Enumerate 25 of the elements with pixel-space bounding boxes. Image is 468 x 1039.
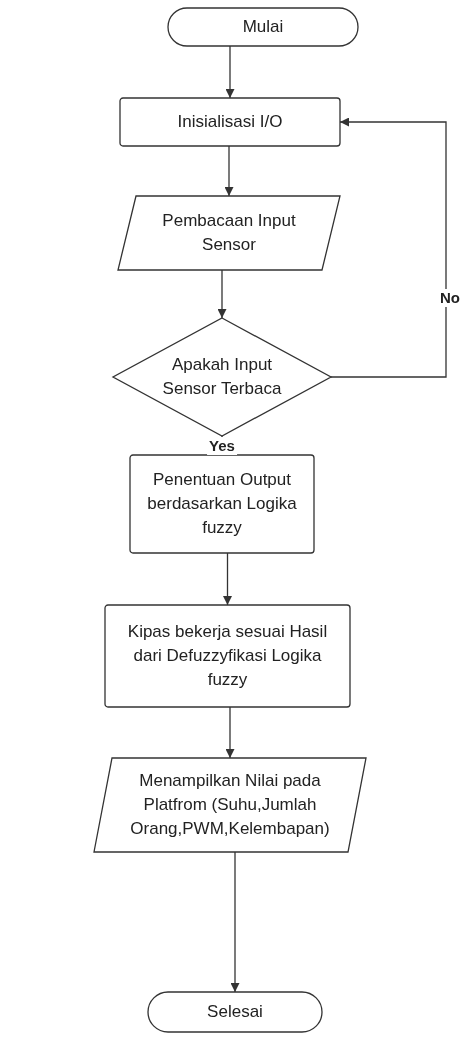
node-text: Inisialisasi I/O: [177, 111, 283, 133]
arrow: [225, 45, 235, 99]
process-box: [130, 455, 314, 553]
arrow: [225, 706, 235, 759]
arrow: [224, 145, 234, 197]
node-text: Penentuan Output berdasarkan Logika fuzzy: [146, 469, 298, 539]
input-output-parallelogram: [94, 758, 366, 852]
node-text: Pembacaan Input Sensor: [161, 210, 297, 256]
node-text: Kipas bekerja sesuai Hasil dari Defuzzyfikasi Logika fuzzy: [126, 621, 329, 691]
arrow: [217, 269, 227, 319]
arrow: [230, 851, 240, 993]
arrow: [330, 117, 447, 378]
node-text: Mulai: [242, 16, 284, 38]
node-text: Apakah Input Sensor Terbaca: [161, 354, 283, 400]
node-text: Selesai: [207, 1001, 263, 1023]
decision-diamond: [113, 318, 331, 436]
input-output-parallelogram: [118, 196, 340, 270]
process-box: [105, 605, 350, 707]
node-text: Menampilkan Nilai pada Platfrom (Suhu,Jumlah Orang,PWM,Kelembapan): [129, 770, 331, 840]
process-box: [120, 98, 340, 146]
terminal-shape: [168, 8, 358, 46]
edge-label: No: [438, 289, 462, 307]
terminal-shape: [148, 992, 322, 1032]
edge-label: Yes: [207, 437, 237, 455]
arrow: [223, 552, 232, 606]
